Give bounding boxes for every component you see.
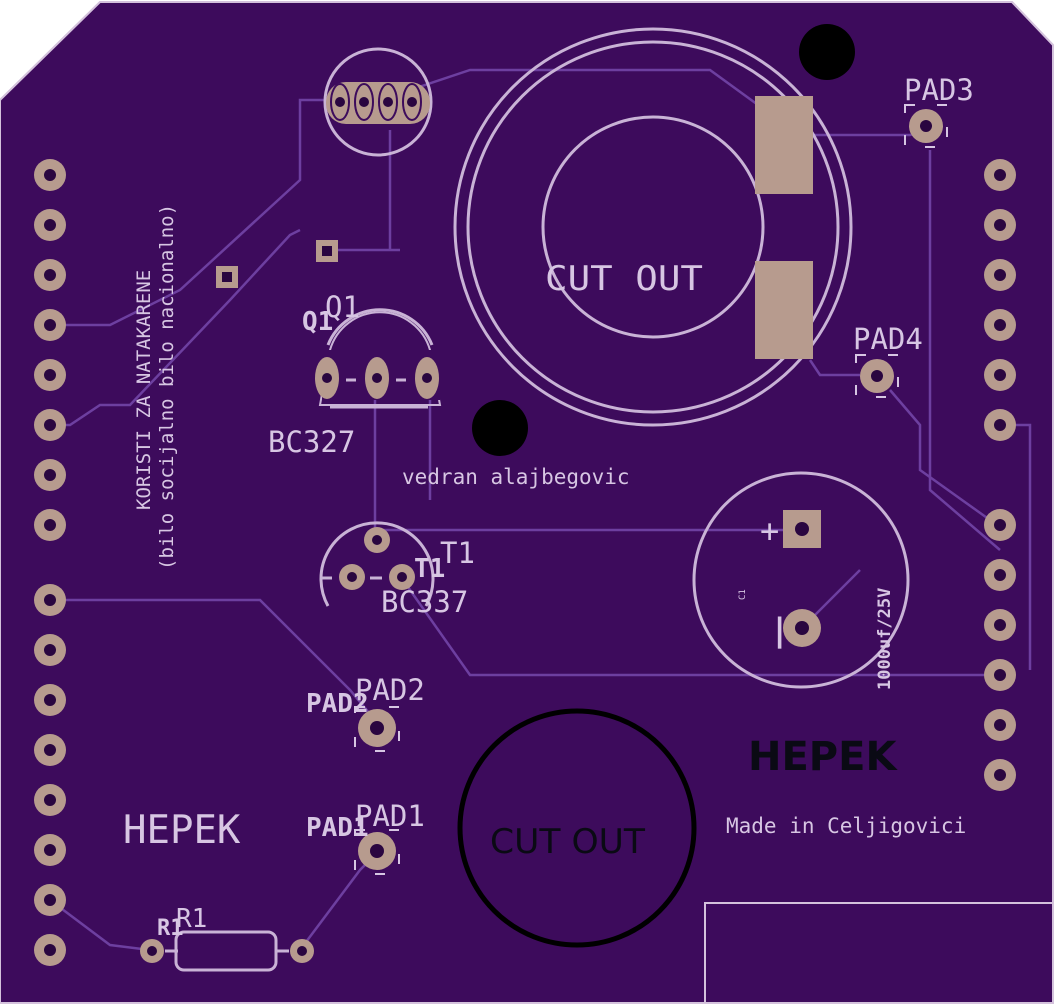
pad2-label-dup: PAD2 [306, 689, 369, 719]
smd-pad-top [755, 96, 813, 194]
r1-label: R1 [176, 904, 207, 934]
note-line1: KORISTI ZA NATAKARENE [133, 270, 155, 510]
pad4 [855, 354, 899, 398]
four-pin-connector [323, 47, 433, 157]
c1-label: C1 [738, 589, 748, 600]
t1-transistor [319, 521, 435, 607]
author-credit: vedran alajbegovic [402, 465, 630, 489]
right-header-bottom [984, 509, 1016, 791]
pad1-label: PAD1 [355, 799, 425, 833]
made-in-label: Made in Celjigovici [726, 814, 966, 838]
cutout-top-label: CUT OUT [545, 259, 703, 299]
left-header-top [34, 159, 66, 541]
c1-plus: + [760, 512, 779, 550]
via-small-center [316, 240, 338, 262]
right-header-top [984, 159, 1016, 441]
q1-value: BC327 [268, 425, 355, 459]
r1-resistor [140, 930, 314, 972]
pad3 [904, 104, 948, 148]
pad4-label: PAD4 [853, 322, 923, 356]
q1-transistor [315, 308, 442, 409]
q1-label: Q1 [325, 290, 360, 324]
c1-capacitor [692, 471, 910, 689]
brand-left: HEPEK [123, 808, 241, 853]
pad1-label-dup: PAD1 [306, 813, 369, 843]
note-line2: (bilo socijalno bilo nacionalno) [156, 204, 178, 570]
t1-label-dup: T1 [414, 554, 445, 584]
cutout-ring-top [453, 27, 853, 427]
r1-label-dup: R1 [157, 916, 184, 941]
cutout-ring-bottom [457, 708, 697, 948]
via-small-left [216, 266, 238, 288]
pad2 [354, 706, 400, 752]
c1-value: 1000uf/25V [875, 588, 895, 690]
brand-right: HEPEK [748, 734, 898, 780]
pad1 [354, 829, 400, 875]
q1-label-dup: Q1 [302, 307, 333, 337]
t1-value: BC337 [381, 585, 468, 619]
smd-pad-bottom [755, 261, 813, 359]
pad3-label: PAD3 [904, 73, 974, 107]
c1-minus: | [770, 611, 789, 650]
left-header-bottom [34, 584, 66, 966]
t1-label: T1 [440, 536, 475, 570]
cutout-bottom-label: CUT OUT [490, 822, 645, 862]
mounting-hole-middle [472, 400, 528, 456]
pad2-label: PAD2 [355, 673, 425, 707]
mounting-hole-top [799, 24, 855, 80]
